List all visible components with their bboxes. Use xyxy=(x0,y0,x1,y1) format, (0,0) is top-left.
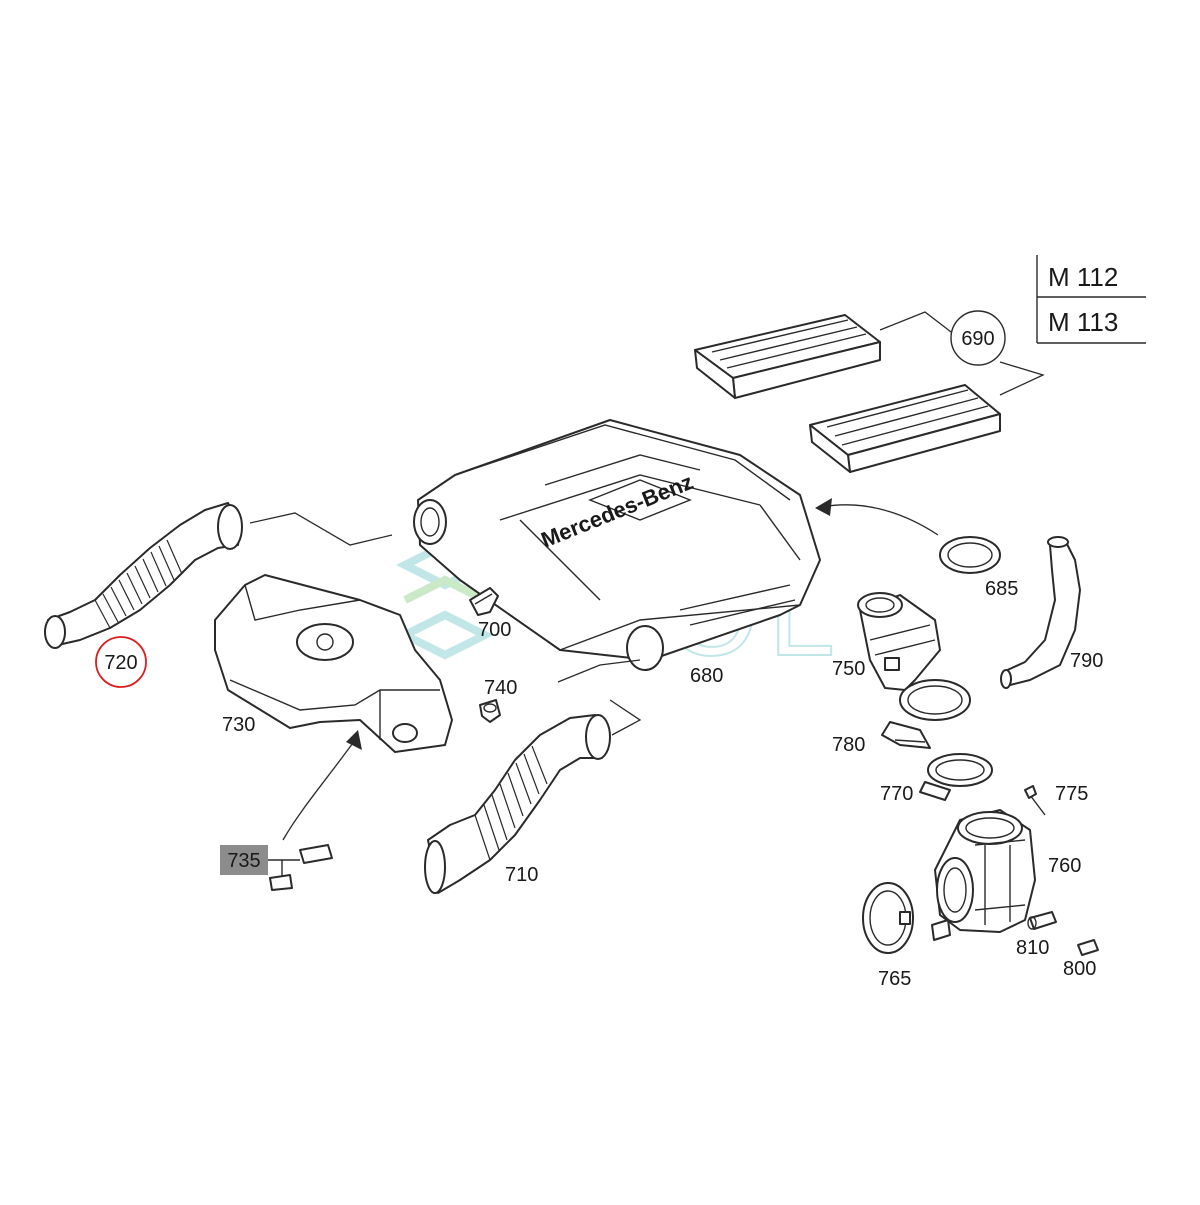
label-735-box xyxy=(220,845,268,875)
label-740: 740 xyxy=(484,677,517,699)
label-800: 800 xyxy=(1063,958,1096,980)
throttle-body xyxy=(931,809,1036,941)
label-775: 775 xyxy=(1055,783,1088,805)
label-720: 720 xyxy=(104,652,137,674)
seal-ring xyxy=(939,536,1001,574)
plug-800 xyxy=(1077,939,1099,956)
engine-label-m113: M 113 xyxy=(1048,307,1118,337)
leader-710 xyxy=(609,699,642,736)
leader-680 xyxy=(557,659,641,683)
label-750: 750 xyxy=(832,658,865,680)
arrow-735-to-duct xyxy=(282,739,356,841)
engine-label-m112: M 112 xyxy=(1048,262,1118,292)
label-780: 780 xyxy=(832,734,865,756)
grommet xyxy=(479,699,501,723)
fastener-set: 735 xyxy=(220,844,333,891)
leader-690 xyxy=(879,311,1045,396)
label-790: 790 xyxy=(1070,650,1103,672)
air-filter-housing: Mercedes-Benz xyxy=(413,419,821,671)
arrow-head-housing xyxy=(815,498,832,516)
label-685: 685 xyxy=(985,578,1018,600)
arrow-head-735 xyxy=(346,730,362,750)
pin-810 xyxy=(1027,911,1057,930)
label-690: 690 xyxy=(961,328,994,350)
air-filter-element-lower xyxy=(809,384,1001,473)
air-mass-meter xyxy=(857,592,941,691)
label-700: 700 xyxy=(478,619,511,641)
label-circle-690 xyxy=(950,310,1006,366)
hose-clamp-770 xyxy=(919,753,993,801)
intake-hose-center xyxy=(424,714,611,894)
screw-775 xyxy=(1024,785,1046,816)
label-765: 765 xyxy=(878,968,911,990)
air-duct xyxy=(214,574,453,753)
intake-hose-left xyxy=(44,502,243,649)
label-760: 760 xyxy=(1048,855,1081,877)
label-735: 735 xyxy=(227,850,260,872)
highlight-circle-720 xyxy=(95,636,147,688)
clip xyxy=(469,587,499,616)
leader-720 xyxy=(249,512,393,546)
seal-ring-765 xyxy=(862,882,914,954)
label-730: 730 xyxy=(222,714,255,736)
hose-clamp-780 xyxy=(881,679,971,749)
label-810: 810 xyxy=(1016,937,1049,959)
label-770: 770 xyxy=(880,783,913,805)
label-710: 710 xyxy=(505,864,538,886)
label-680: 680 xyxy=(690,665,723,687)
engine-variant-table: M 112 M 113 xyxy=(1036,255,1146,344)
air-filter-element-upper xyxy=(694,314,881,399)
arrow-to-housing xyxy=(821,504,939,536)
vent-hose xyxy=(1000,536,1081,689)
